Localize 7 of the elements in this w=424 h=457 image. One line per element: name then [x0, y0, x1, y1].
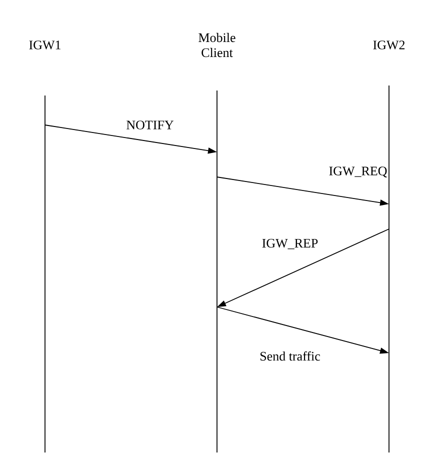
message-label: IGW_REP — [260, 238, 320, 250]
message-label: IGW_REQ — [328, 166, 388, 178]
message-label: Send traffic — [258, 350, 322, 362]
participant-label: IGW2 — [373, 40, 405, 50]
participant-label: IGW1 — [29, 40, 60, 50]
participant-label: Mobile Client — [198, 32, 236, 58]
message-label: NOTIFY — [125, 120, 175, 130]
